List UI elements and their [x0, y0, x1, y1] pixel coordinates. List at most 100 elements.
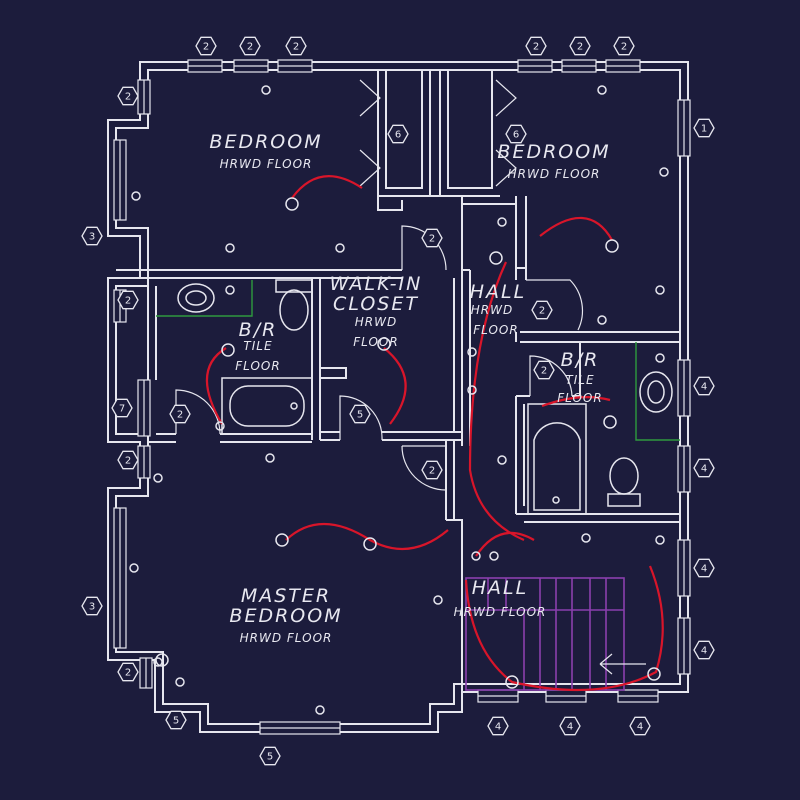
- tag-hexagon-icon: [349, 404, 371, 424]
- tag-t-w-top-3: 2: [285, 36, 307, 56]
- tag-label: 6: [513, 130, 519, 141]
- tag-label: 2: [429, 234, 435, 245]
- tag-label: 4: [701, 646, 707, 657]
- room-name-walkin-2: CLOSET: [333, 293, 419, 315]
- tag-hexagon-icon: [117, 662, 139, 682]
- tag-t-bottom-1: 5: [165, 710, 187, 730]
- tag-d-bath-e: 2: [533, 360, 555, 380]
- tag-t-left-5: 2: [117, 450, 139, 470]
- tag-t-right-2: 4: [693, 376, 715, 396]
- tag-t-bottom-2: 5: [259, 746, 281, 766]
- tag-d-bath-w: 2: [169, 404, 191, 424]
- tag-t-left-3: 2: [117, 290, 139, 310]
- tag-label: 3: [89, 602, 95, 613]
- room-name-hall-upper: HALL: [470, 281, 526, 303]
- tag-t-right-4: 4: [693, 558, 715, 578]
- floor-bath-w-1: TILE: [243, 339, 272, 353]
- tag-d-master: 2: [421, 460, 443, 480]
- tag-hexagon-icon: [613, 36, 635, 56]
- room-name-bedroom-ne: BEDROOM: [497, 141, 610, 163]
- tag-t-right-3: 4: [693, 458, 715, 478]
- tag-label: 5: [173, 716, 179, 727]
- tag-hexagon-icon: [117, 290, 139, 310]
- tag-label: 2: [429, 466, 435, 477]
- tag-label: 4: [701, 464, 707, 475]
- exterior-walls: [107, 61, 689, 733]
- tag-t-left-2: 3: [81, 226, 103, 246]
- tag-hexagon-icon: [169, 404, 191, 424]
- tag-hexagon-icon: [525, 36, 547, 56]
- tag-label: 5: [357, 410, 363, 421]
- tag-label: 2: [125, 456, 131, 467]
- tag-hexagon-icon: [531, 300, 553, 320]
- tag-label: 1: [701, 124, 707, 135]
- tag-d-closet: 5: [349, 404, 371, 424]
- tag-hexagon-icon: [165, 710, 187, 730]
- tag-hexagon-icon: [693, 458, 715, 478]
- wiring: [205, 175, 664, 692]
- floor-master: HRWD FLOOR: [240, 631, 333, 645]
- tag-label: 4: [701, 382, 707, 393]
- tag-t-right-1: 1: [693, 118, 715, 138]
- tag-label: 2: [539, 306, 545, 317]
- floor-bedroom-ne: HRWD FLOOR: [508, 167, 601, 181]
- room-name-walkin-1: WALK-IN: [330, 273, 423, 295]
- room-labels: BEDROOM HRWD FLOOR BEDROOM HRWD FLOOR WA…: [209, 131, 610, 645]
- floor-bedroom-nw: HRWD FLOOR: [220, 157, 313, 171]
- tag-label: 2: [621, 42, 627, 53]
- tag-hexagon-icon: [111, 398, 133, 418]
- tag-label: 4: [567, 722, 573, 733]
- floor-bath-e-2: FLOOR: [557, 391, 602, 405]
- room-name-hall-lower: HALL: [472, 577, 528, 599]
- interior-walls: [116, 70, 680, 692]
- tag-label: 2: [541, 366, 547, 377]
- tag-t-left-7: 2: [117, 662, 139, 682]
- tag-label: 6: [395, 130, 401, 141]
- tag-hexagon-icon: [81, 596, 103, 616]
- outlets: [129, 85, 669, 715]
- tag-label: 4: [637, 722, 643, 733]
- tag-label: 4: [495, 722, 501, 733]
- tag-t-e-top-3: 2: [613, 36, 635, 56]
- bath-fixtures: [156, 279, 680, 515]
- floor-walkin-1: HRWD: [355, 315, 397, 329]
- floor-hall-lower: HRWD FLOOR: [454, 605, 547, 619]
- tag-hexagon-icon: [195, 36, 217, 56]
- tag-t-left-6: 3: [81, 596, 103, 616]
- tag-t-left-4: 7: [111, 398, 133, 418]
- tag-hexagon-icon: [387, 124, 409, 144]
- windows: [113, 59, 691, 735]
- tag-hexagon-icon: [285, 36, 307, 56]
- tag-t-left-1: 2: [117, 86, 139, 106]
- tag-t-e-top-1: 2: [525, 36, 547, 56]
- tag-label: 2: [203, 42, 209, 53]
- tag-hexagon-icon: [259, 746, 281, 766]
- tag-hexagon-icon: [239, 36, 261, 56]
- floor-walkin-2: FLOOR: [353, 335, 398, 349]
- floor-hall-upper-2: FLOOR: [473, 323, 518, 337]
- tag-d-hall-1: 2: [421, 228, 443, 248]
- tag-hexagon-icon: [533, 360, 555, 380]
- tag-hexagon-icon: [81, 226, 103, 246]
- tag-label: 3: [89, 232, 95, 243]
- tag-t-e-top-2: 2: [569, 36, 591, 56]
- tag-label: 2: [577, 42, 583, 53]
- floor-hall-upper-1: HRWD: [471, 303, 513, 317]
- tag-t-bottom-5: 4: [629, 716, 651, 736]
- tag-t-bottom-3: 4: [487, 716, 509, 736]
- tag-label: 2: [177, 410, 183, 421]
- tag-hexagon-icon: [421, 460, 443, 480]
- room-name-bath-w: B/R: [239, 319, 278, 341]
- tag-hexagon-icon: [693, 118, 715, 138]
- tag-hexagon-icon: [505, 124, 527, 144]
- tag-t-right-5: 4: [693, 640, 715, 660]
- room-name-bedroom-nw: BEDROOM: [209, 131, 322, 153]
- tag-label: 7: [119, 404, 125, 415]
- tag-label: 2: [533, 42, 539, 53]
- tag-d-hall-2: 2: [531, 300, 553, 320]
- tag-hexagon-icon: [117, 450, 139, 470]
- room-name-bath-e: B/R: [561, 349, 600, 371]
- tag-hexagon-icon: [559, 716, 581, 736]
